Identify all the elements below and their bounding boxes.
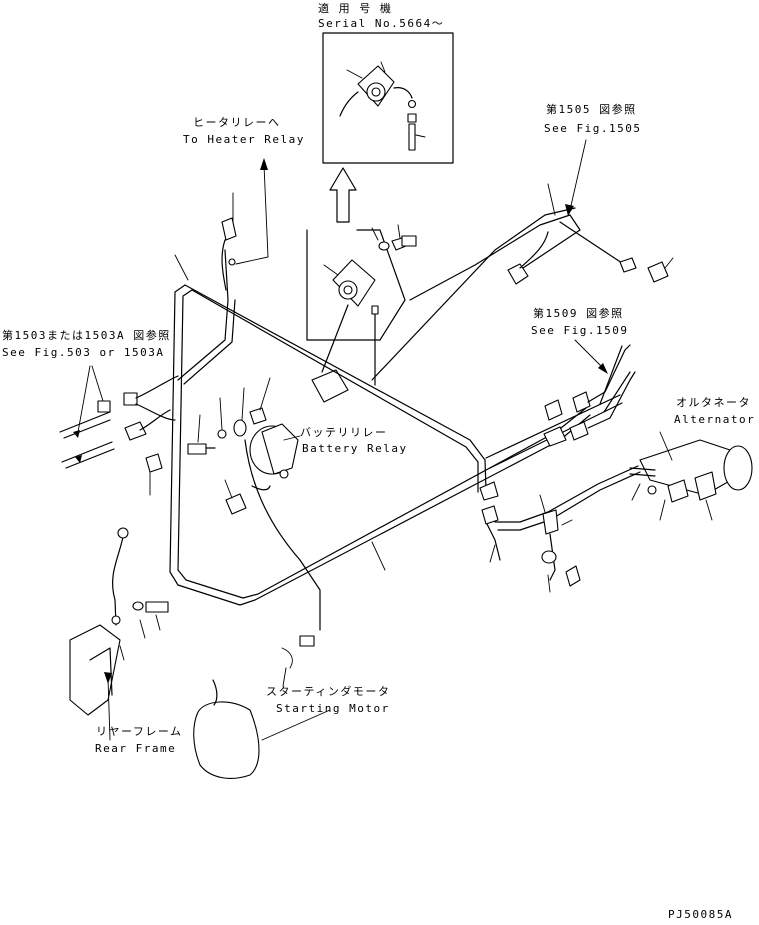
starting-label-en: Starting Motor: [276, 702, 390, 715]
serial-inset: 適 用 号 機 Serial No.5664～: [318, 1, 454, 164]
alternator-assembly: [479, 431, 753, 593]
starting-motor: [193, 541, 386, 779]
fig1509-label-en: See Fig.1509: [531, 324, 628, 337]
rear-frame-label-en: Rear Frame: [95, 742, 176, 755]
inset-title-jp: 適 用 号 機: [318, 1, 392, 15]
leader-lines: [174, 254, 496, 563]
fig1509-connectors: [543, 339, 636, 447]
fig1505-label-en: See Fig.1505: [544, 122, 641, 135]
fig1505-label-jp: 第1505 図参照: [546, 102, 637, 116]
starting-label-jp: スターティンダモータ: [266, 684, 390, 698]
battery-label-jp: バッテリリレー: [300, 426, 388, 439]
left-connectors: [59, 365, 179, 496]
fig1509-label-jp: 第1509 図参照: [533, 306, 624, 320]
heater-relay-branch: [221, 158, 269, 291]
fig1505-sensor: [507, 139, 674, 285]
inset-relay: [339, 61, 426, 151]
drawing-code: PJ50085A: [668, 908, 733, 921]
harness-main-loop: [169, 207, 626, 606]
rear-frame-label-jp: リヤーフレーム: [96, 725, 183, 738]
fig1503-label-jp: 第1503または1503A 図参照: [2, 328, 171, 342]
alternator-label-en: Alternator: [674, 413, 755, 426]
heater-label-en: To Heater Relay: [183, 133, 305, 146]
battery-relay: [187, 377, 321, 647]
heater-label-jp: ヒータリレーへ: [193, 116, 281, 129]
inset-title-en: Serial No.5664～: [318, 17, 444, 30]
battery-label-en: Battery Relay: [302, 442, 408, 455]
inset-arrow: [329, 167, 357, 223]
lower-relay-bracket: [306, 224, 417, 403]
rear-frame: [69, 527, 169, 741]
fig1503-label-en: See Fig.503 or 1503A: [2, 346, 164, 359]
inset-frame: [322, 32, 454, 164]
alternator-label-jp: オルタネータ: [676, 396, 751, 409]
